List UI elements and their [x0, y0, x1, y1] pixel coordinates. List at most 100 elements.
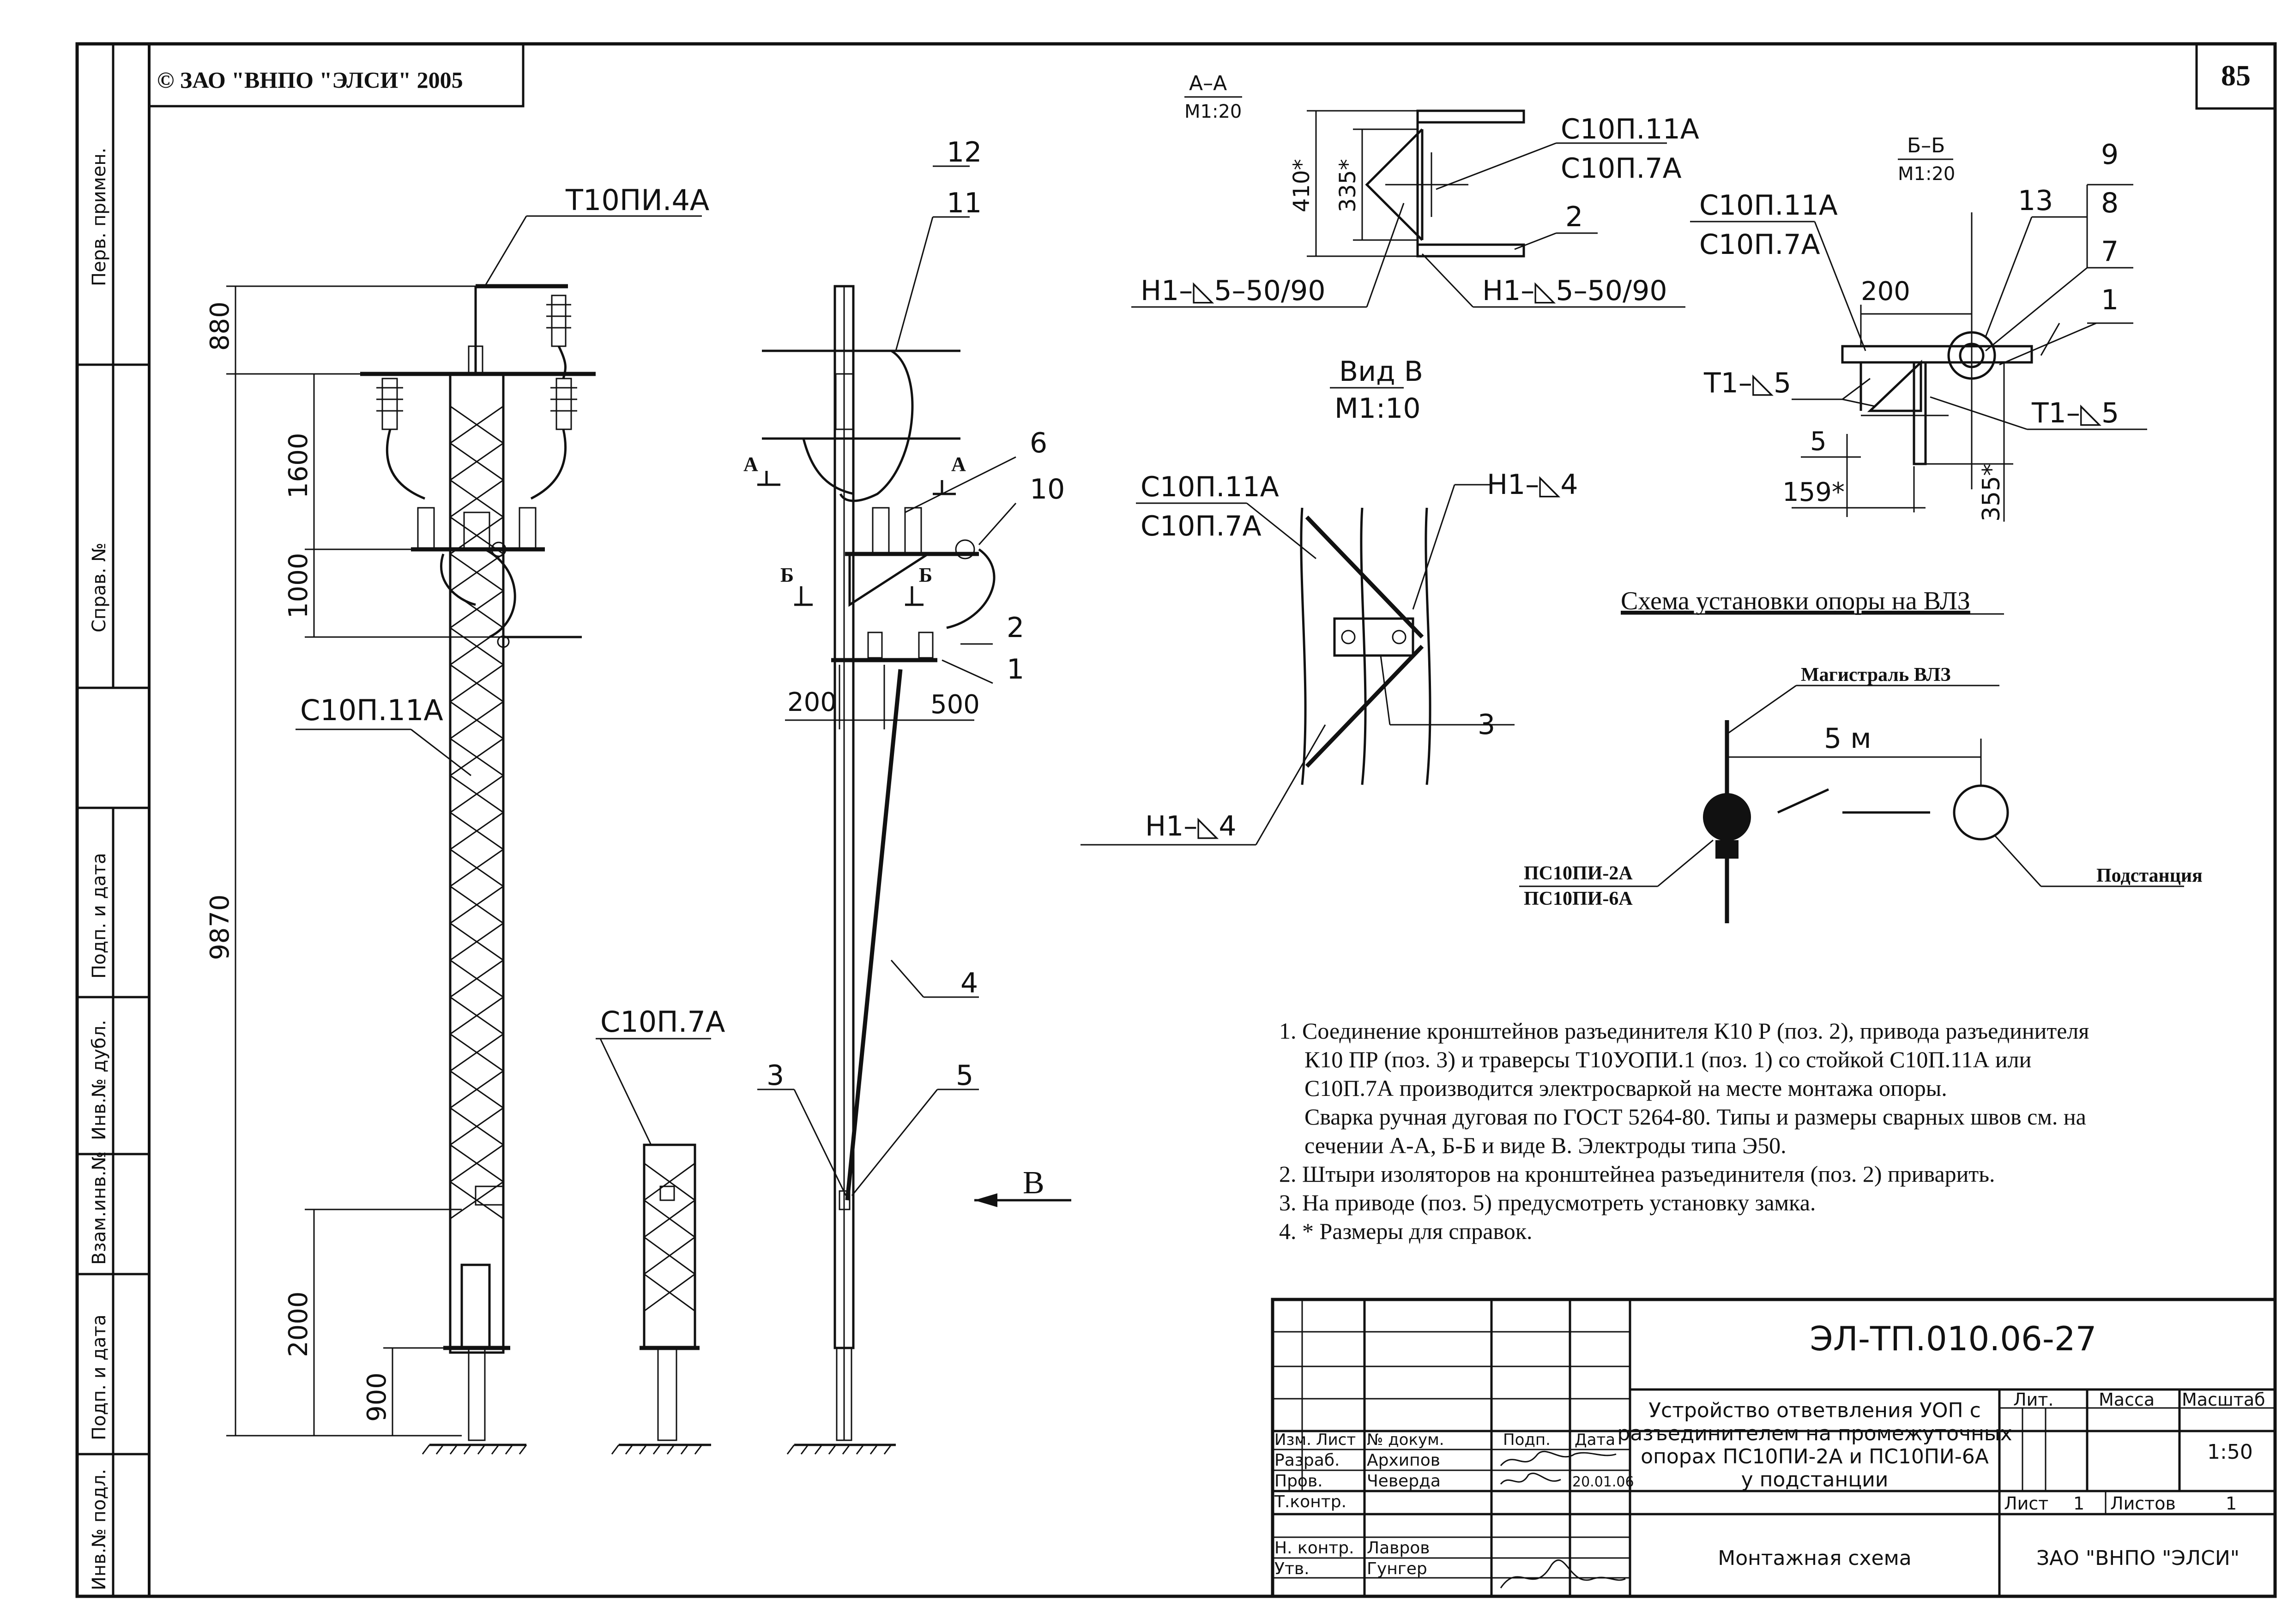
- lit-header: Лит.: [2013, 1389, 2054, 1410]
- v-label-post11: С10П.11А: [1141, 471, 1279, 503]
- row-role-utv: Утв.: [1274, 1559, 1310, 1578]
- section-aa: А–А М1:20 С10П.11А С10П.7А 2 Н1–◺5–50/90: [1131, 72, 1699, 308]
- signature-prov: [1500, 1473, 1561, 1485]
- margin-label-podp2: Подп. и дата: [89, 1315, 110, 1440]
- aa-label-post11: С10П.11А: [1561, 113, 1699, 145]
- bb-label-1: 1: [2101, 284, 2119, 316]
- view-arrow-head: [974, 1193, 997, 1207]
- col-doc: № докум.: [1367, 1431, 1444, 1449]
- bb-weld-left: Т1–◺5: [1703, 367, 1791, 399]
- sheet-value: 1: [2073, 1493, 2084, 1514]
- label-12: 12: [947, 136, 982, 168]
- post-label: С10П.11А: [300, 693, 443, 727]
- label-3: 3: [767, 1059, 784, 1092]
- scheme-title: Схема установки опоры на ВЛЗ: [1621, 587, 1970, 615]
- dim-200-side: 200: [787, 687, 837, 717]
- v-weld-bottom: Н1–◺4: [1145, 810, 1237, 842]
- scale-header: Масштаб: [2182, 1389, 2265, 1410]
- note-line: К10 ПР (поз. 3) и траверсы Т10УОПИ.1 (по…: [1304, 1047, 2031, 1072]
- note-line: С10П.7А производится электросваркой на м…: [1304, 1075, 1947, 1101]
- view-v-title: Вид В: [1339, 355, 1423, 388]
- view-v: Вид В М1:10 С10П.11А С10П.7А 3 Н1–◺4 Н1–…: [1081, 355, 1578, 846]
- label-2: 2: [1007, 612, 1024, 644]
- bb-label-13: 13: [2018, 185, 2053, 217]
- row-role-razrab: Разраб.: [1274, 1451, 1340, 1470]
- row-role-nkontr: Н. контр.: [1274, 1539, 1354, 1558]
- dim-1600: 1600: [284, 433, 314, 499]
- label-1: 1: [1007, 653, 1024, 686]
- section-mark-b-right: Б: [919, 564, 932, 586]
- section-aa-title: А–А: [1189, 72, 1227, 95]
- row-role-tkontr: Т.контр.: [1274, 1492, 1346, 1511]
- section-bb: Б–Б М1:20: [1690, 134, 2147, 522]
- small-post-label: С10П.7А: [600, 1005, 725, 1039]
- title-line-3: опорах ПС10ПИ-2А и ПС10ПИ-6А: [1641, 1445, 1989, 1468]
- section-mark-a-left: А: [743, 453, 758, 475]
- margin-label-vzam: Взам.инв.№: [89, 1151, 110, 1265]
- section-mark-b-left: Б: [780, 564, 794, 586]
- crossarm-label: Т10ПИ.4А: [565, 183, 709, 217]
- dim-900: 900: [362, 1372, 392, 1422]
- label-11: 11: [947, 187, 982, 219]
- small-post-view: С10П.7А: [596, 1005, 725, 1455]
- margin-label-inv-dubl: Инв.№ дубл.: [89, 1020, 110, 1140]
- title-line-1: Устройство ответвления УОП с: [1648, 1399, 1981, 1422]
- side-pole-view: 12 11 6 10 2 1 4 3 5 А А Б Б 200 500: [743, 136, 1071, 1455]
- bb-label-8: 8: [2101, 187, 2119, 219]
- doc-code: ЭЛ-ТП.010.06-27: [1810, 1319, 2097, 1358]
- col-date: Дата: [1575, 1431, 1615, 1449]
- organization: ЗАО "ВНПО "ЭЛСИ": [2036, 1546, 2240, 1570]
- aa-dim-335: 335*: [1335, 159, 1361, 212]
- title-line-4: у подстанции: [1741, 1468, 1889, 1492]
- sheet-label: Лист: [2004, 1493, 2048, 1514]
- scheme-pole-type-2: ПС10ПИ-6А: [1524, 888, 1633, 909]
- copyright-box: [148, 42, 525, 108]
- scheme-main-line: Магистраль ВЛЗ: [1801, 664, 1951, 686]
- scheme-pole-symbol: [1703, 793, 1751, 841]
- note-line: Сварка ручная дуговая по ГОСТ 5264-80. Т…: [1304, 1104, 2086, 1130]
- bb-dim-159: 159*: [1782, 477, 1845, 507]
- signature-razrab: [1500, 1450, 1617, 1466]
- note-line: 2. Штыри изоляторов на кронштейнеа разъе…: [1279, 1161, 1995, 1187]
- section-bb-title: Б–Б: [1907, 134, 1945, 157]
- margin-label-podp1: Подп. и дата: [89, 853, 110, 979]
- bb-weld-right: Т1–◺5: [2031, 397, 2119, 429]
- section-aa-scale: М1:20: [1184, 101, 1242, 122]
- note-line: 4. * Размеры для справок.: [1279, 1218, 1533, 1244]
- label-4: 4: [960, 967, 978, 999]
- aa-weld-left: Н1–◺5–50/90: [1141, 275, 1326, 307]
- main-pole-view: Т10ПИ.4А: [205, 183, 709, 1455]
- section-mark-a-right: А: [951, 453, 966, 475]
- v-label-post7: С10П.7А: [1141, 510, 1262, 542]
- label-5: 5: [956, 1059, 973, 1092]
- bb-dim-200: 200: [1861, 277, 1910, 307]
- mass-header: Масса: [2099, 1389, 2155, 1410]
- page-number: 85: [2221, 59, 2251, 92]
- note-line: 1. Соединение кронштейнов разъединителя …: [1279, 1018, 2089, 1044]
- signature-utv: [1500, 1559, 1626, 1588]
- scheme-substation: Подстанция: [2096, 865, 2203, 886]
- note-line: сечении А-А, Б-Б и виде В. Электроды тип…: [1304, 1132, 1787, 1158]
- scheme-substation-symbol: [1953, 784, 2009, 841]
- scheme-distance: 5 м: [1824, 722, 1871, 755]
- row-name-razrab: Архипов: [1367, 1451, 1440, 1470]
- scheme-pole-type-1: ПС10ПИ-2А: [1524, 863, 1633, 884]
- copyright-text: © ЗАО "ВНПО "ЭЛСИ" 2005: [157, 67, 463, 93]
- note-line: 3. На приводе (поз. 5) предусмотреть уст…: [1279, 1190, 1816, 1215]
- v-weld-top: Н1–◺4: [1487, 469, 1578, 501]
- col-list: Лист: [1316, 1431, 1356, 1449]
- dim-2000: 2000: [284, 1291, 314, 1357]
- notes-block: 1. Соединение кронштейнов разъединителя …: [1279, 1018, 2089, 1244]
- dim-880: 880: [205, 301, 235, 351]
- col-sign: Подп.: [1503, 1431, 1551, 1449]
- row-name-prov: Чеверда: [1367, 1472, 1441, 1491]
- bb-dim-5: 5: [1810, 427, 1827, 457]
- row-role-prov: Пров.: [1274, 1472, 1323, 1491]
- title-line-2: разъединителем на промежуточных: [1617, 1422, 2012, 1445]
- sheets-value: 1: [2226, 1493, 2237, 1514]
- page-number-box: [2195, 42, 2276, 110]
- drawing-frame: [148, 42, 2276, 1598]
- view-arrow-label: В: [1023, 1165, 1044, 1201]
- row-date-prov: 20.01.06: [1572, 1474, 1634, 1490]
